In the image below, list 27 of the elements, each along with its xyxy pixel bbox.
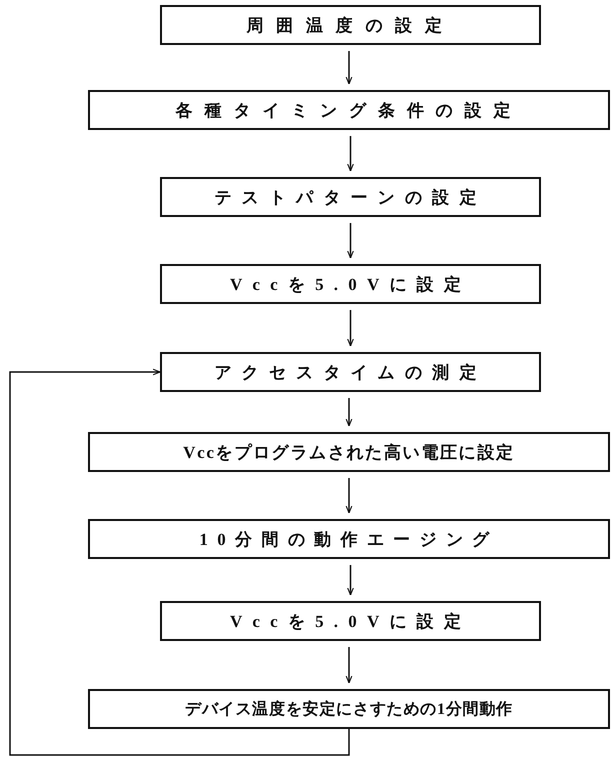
process-box xyxy=(88,90,610,130)
process-box xyxy=(88,689,610,729)
step-text: デバイス温度を安定にさすための1分間動作 xyxy=(185,699,513,720)
step-text: 10分間の動作エージング xyxy=(199,528,499,550)
arrow xyxy=(346,478,352,514)
arrow xyxy=(347,136,354,172)
process-box xyxy=(160,601,541,641)
step-text: テストパターンの設定 xyxy=(214,186,486,208)
process-box xyxy=(160,5,541,45)
arrow xyxy=(347,565,354,596)
arrow xyxy=(346,51,352,85)
step-text: Vccを5.0Vに設定 xyxy=(230,610,472,632)
step-text: 各種タイミング条件の設定 xyxy=(176,100,522,122)
arrow xyxy=(347,310,354,347)
step-text: Vccをプログラムされた高い電圧に設定 xyxy=(183,442,515,464)
arrow xyxy=(9,368,350,756)
process-box xyxy=(88,432,610,472)
step-text: アクセスタイムの測定 xyxy=(214,362,486,384)
arrow xyxy=(346,398,352,427)
process-box xyxy=(160,264,541,304)
process-box xyxy=(160,177,541,217)
arrow xyxy=(346,647,352,684)
process-box xyxy=(88,519,610,559)
step-text: 周囲温度の設定 xyxy=(246,14,455,36)
step-text: Vccを5.0Vに設定 xyxy=(230,274,472,296)
arrow xyxy=(347,223,354,259)
process-box xyxy=(160,352,541,392)
